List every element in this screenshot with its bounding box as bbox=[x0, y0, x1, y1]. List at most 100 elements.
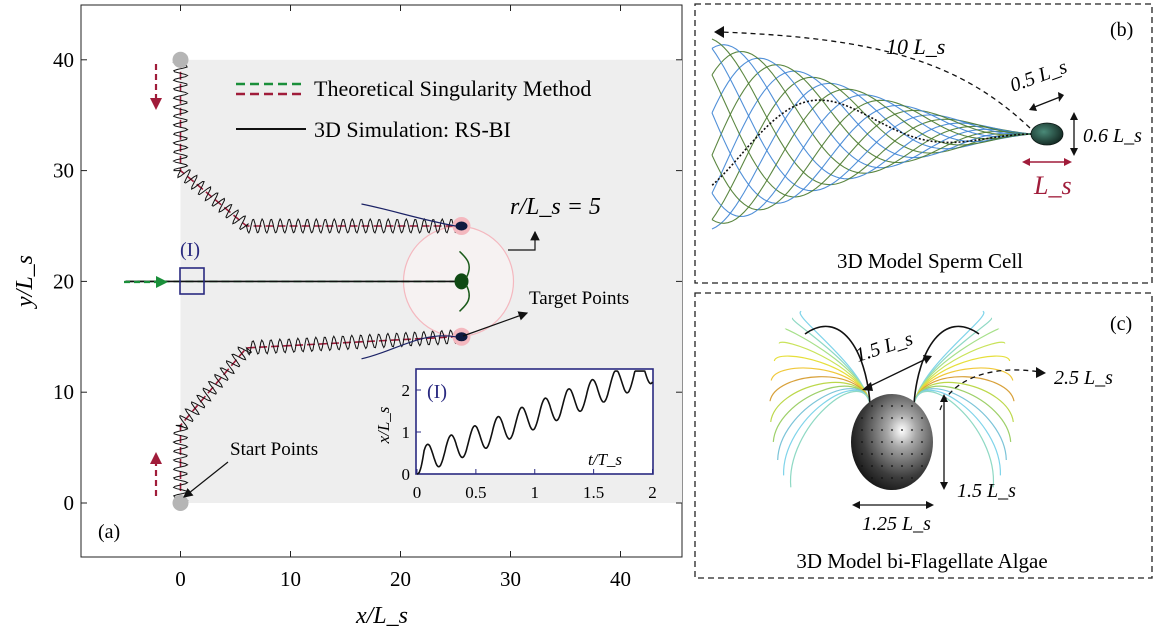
y-tick-label: 0 bbox=[64, 491, 75, 515]
x-tick-label: 40 bbox=[610, 567, 631, 591]
panel-b: (b) 10 L_s 0.5 L_s 0.6 L_s L_s 3D Model … bbox=[694, 3, 1153, 284]
dim-10Ls: 10 L_s bbox=[886, 34, 945, 59]
y-axis-label: y/L_s bbox=[12, 255, 38, 309]
dim-Ls: L_s bbox=[1033, 171, 1072, 200]
mesh-dot bbox=[901, 465, 903, 467]
mesh-dot bbox=[911, 477, 913, 479]
flagellum-highlight bbox=[711, 99, 1033, 186]
dim-0p5Ls-arrowhead-b bbox=[1058, 92, 1064, 102]
mesh-dot bbox=[871, 441, 873, 443]
arrowhead-top bbox=[150, 98, 162, 110]
mesh-dot bbox=[901, 477, 903, 479]
mesh-dot bbox=[861, 465, 863, 467]
mesh-dot bbox=[901, 441, 903, 443]
start-points-pointer bbox=[183, 461, 229, 498]
algae-flagella-snapshots bbox=[769, 310, 1015, 488]
mesh-dot bbox=[861, 453, 863, 455]
mesh-dot bbox=[911, 465, 913, 467]
mesh-dot bbox=[911, 441, 913, 443]
mesh-dot bbox=[871, 405, 873, 407]
y-tick-label: 20 bbox=[53, 269, 74, 293]
length-10Ls-arrowhead bbox=[714, 26, 724, 38]
flagellum-snapshot bbox=[790, 390, 871, 488]
inset-label: (I) bbox=[427, 381, 447, 403]
simulation-path-bottom bbox=[172, 329, 457, 504]
mesh-dot bbox=[891, 465, 893, 467]
x-tick-label: 10 bbox=[280, 567, 301, 591]
flagellum-snapshot bbox=[711, 70, 1033, 194]
dim-2p5Ls-arrowhead bbox=[1036, 367, 1046, 378]
flagellum-snapshot bbox=[711, 99, 1033, 211]
mesh-dot bbox=[891, 477, 893, 479]
inset-frame bbox=[415, 368, 654, 475]
arrowhead-middle bbox=[156, 276, 168, 288]
inset-y-tick-label: 2 bbox=[402, 381, 411, 400]
panel-b-label: (b) bbox=[1110, 19, 1133, 41]
flagellum-snapshot bbox=[711, 64, 1033, 164]
arrowhead-bottom bbox=[150, 452, 162, 464]
mesh-dot bbox=[911, 429, 913, 431]
panel-b-caption: 3D Model Sperm Cell bbox=[837, 249, 1023, 273]
mesh-dot bbox=[891, 417, 893, 419]
algae-flagellum-marker bbox=[458, 250, 470, 278]
x-tick-label: 30 bbox=[500, 567, 521, 591]
dim-1p25Ls-head-b bbox=[926, 501, 934, 509]
y-tick-label: 40 bbox=[53, 48, 74, 72]
dim-1p5Ls-top-head-b bbox=[923, 355, 932, 364]
flagellum-snapshot bbox=[711, 104, 1033, 204]
algae-body-marker bbox=[454, 273, 469, 290]
mesh-dot bbox=[881, 417, 883, 419]
radius-label: r/L_s = 5 bbox=[510, 194, 601, 220]
mesh-dot bbox=[921, 465, 923, 467]
mesh-dot bbox=[871, 453, 873, 455]
mesh-dot bbox=[881, 477, 883, 479]
mesh-dot bbox=[891, 405, 893, 407]
target-points-label: Target Points bbox=[529, 288, 629, 309]
flagellum-snapshot bbox=[711, 88, 1033, 224]
dim-1p5Ls-top-head-a bbox=[862, 382, 873, 391]
region-I-box bbox=[179, 267, 205, 295]
mesh-dot bbox=[881, 441, 883, 443]
sperm-tail bbox=[361, 203, 456, 227]
mesh-dot bbox=[881, 405, 883, 407]
flagellum-snapshot bbox=[913, 390, 994, 488]
dim-1p5Ls-side-head-a bbox=[940, 394, 948, 402]
algae-flagellum-marker bbox=[458, 285, 470, 312]
radius-pointer bbox=[508, 230, 540, 251]
sperm-cells-at-targets bbox=[361, 203, 470, 360]
panel-c: (c) 1.5 L_s 2.5 L_s 1.5 L_s 1.25 L_s 3D … bbox=[694, 292, 1153, 579]
flagellum-snapshot bbox=[711, 38, 1032, 186]
mesh-dot bbox=[871, 429, 873, 431]
mesh-dot bbox=[871, 417, 873, 419]
panel-a-label: (a) bbox=[98, 521, 120, 543]
legend: Theoretical Singularity Method 3D Simula… bbox=[236, 76, 591, 142]
mesh-dot bbox=[911, 453, 913, 455]
dim-Ls-arrowhead-a bbox=[1022, 158, 1030, 166]
inset-y-tick-label: 1 bbox=[402, 423, 411, 442]
panel-c-label: (c) bbox=[1110, 313, 1132, 335]
mesh-dot bbox=[881, 465, 883, 467]
mesh-dot bbox=[901, 405, 903, 407]
mesh-dot bbox=[891, 453, 893, 455]
inset-x-tick-label: 1.5 bbox=[583, 483, 604, 502]
dim-Ls-arrowhead-b bbox=[1064, 158, 1072, 166]
dim-1p5Ls-side: 1.5 L_s bbox=[957, 480, 1016, 502]
mesh-dot bbox=[901, 453, 903, 455]
mesh-dot bbox=[891, 429, 893, 431]
flagellum-snapshot bbox=[711, 74, 1033, 198]
dim-1p25Ls-head-a bbox=[852, 501, 860, 509]
y-tick-label: 30 bbox=[53, 159, 74, 183]
dim-0p6Ls-arrowhead-a bbox=[1070, 112, 1078, 120]
dim-1p5Ls-side-head-b bbox=[940, 482, 948, 490]
inset-y-tick-label: 0 bbox=[402, 465, 411, 484]
sperm-tail bbox=[361, 335, 456, 360]
x-axis-label: x/L_s bbox=[355, 603, 408, 629]
mesh-dot bbox=[911, 417, 913, 419]
mesh-dot bbox=[901, 429, 903, 431]
x-tick-label: 0 bbox=[175, 567, 186, 591]
algae-cell-mesh bbox=[861, 405, 923, 479]
